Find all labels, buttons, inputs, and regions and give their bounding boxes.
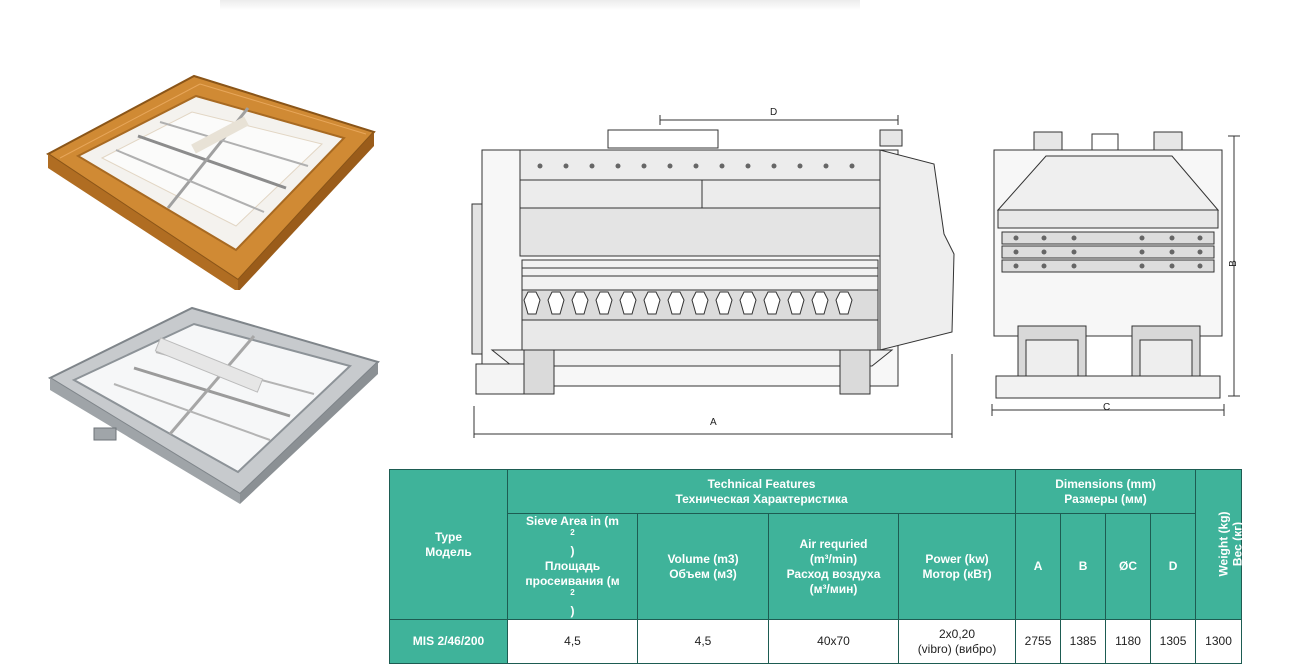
header-dim-b: B — [1060, 513, 1107, 620]
spec-table: Type Модель Technical Features Техническ… — [389, 469, 1245, 664]
dimension-label-b: B — [1227, 260, 1239, 267]
cell-sieve-area: 4,5 — [507, 619, 638, 664]
dimension-label-a: A — [710, 417, 717, 428]
header-dim-d: D — [1150, 513, 1197, 620]
header-dimensions: Dimensions (mm) Размеры (мм) — [1015, 469, 1197, 514]
cell-power: 2x0,20 (vibro) (вибро) — [897, 619, 1017, 664]
table-row: MIS 2/46/200 4,5 4,5 40x70 2x0,20 (vibro… — [389, 619, 1243, 664]
metal-sieve-frame-image — [47, 306, 380, 504]
header-type: Type Модель — [389, 469, 508, 620]
cell-dim-a: 2755 — [1015, 619, 1062, 664]
header-volume: Volume (m3) Объем (м3) — [637, 513, 769, 620]
dimension-label-d: D — [770, 107, 778, 118]
cell-dim-c: 1180 — [1105, 619, 1152, 664]
cell-weight: 1300 — [1195, 619, 1243, 664]
header-dim-c: ØC — [1105, 513, 1152, 620]
cell-type: MIS 2/46/200 — [389, 619, 508, 664]
header-technical-features: Technical Features Техническая Характери… — [506, 469, 1017, 514]
header-dim-a: A — [1015, 513, 1062, 620]
cell-dim-d: 1305 — [1150, 619, 1197, 664]
cell-volume: 4,5 — [637, 619, 769, 664]
side-elevation-drawing — [471, 115, 955, 438]
top-fade-band — [220, 0, 860, 10]
header-power: Power (kw) Мотор (кВт) — [897, 513, 1017, 620]
front-elevation-drawing — [991, 131, 1240, 416]
header-weight: Weight (kg) Вес (кг) — [1195, 469, 1245, 620]
header-air-required: Air requried (m³/min) Расход воздуха (м³… — [768, 513, 899, 620]
wooden-sieve-frame-image — [46, 74, 376, 290]
cell-dim-b: 1385 — [1060, 619, 1107, 664]
cell-air: 40x70 — [768, 619, 899, 664]
dimension-label-c: C — [1103, 402, 1111, 413]
